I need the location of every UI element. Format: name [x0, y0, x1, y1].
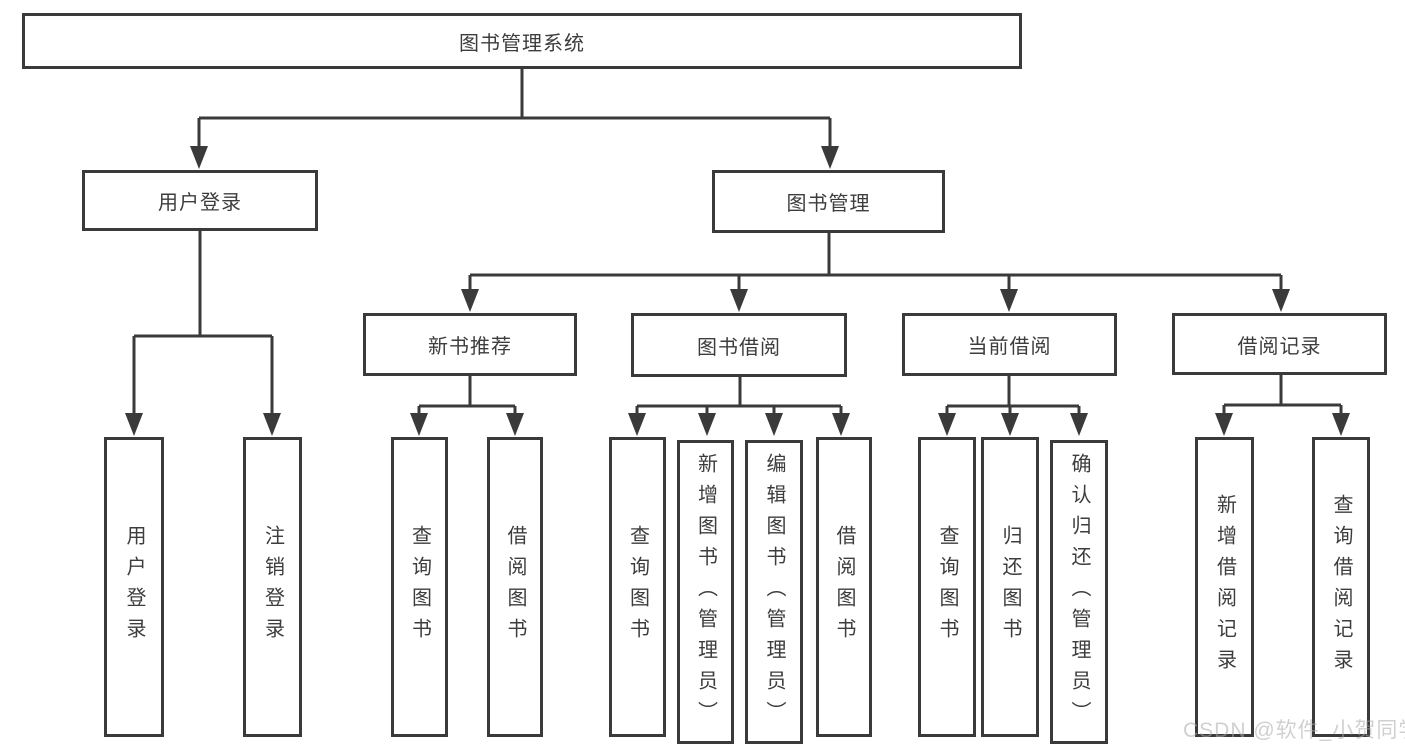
arrowheads	[125, 146, 1350, 436]
leaf-query-books-borrowing: 查询图书	[609, 437, 666, 737]
leaf-query-borrow-record: 查询借阅记录	[1312, 437, 1370, 737]
leaf-add-borrow-record: 新增借阅记录	[1195, 437, 1254, 737]
leaf-edit-books-admin: 编辑图书（管理员）	[745, 440, 803, 744]
watermark: CSDN @软件_小贺同学	[1183, 719, 1405, 742]
leaf-return-books: 归还图书	[981, 437, 1039, 737]
node-user-login: 用户登录	[82, 170, 318, 231]
leaf-query-books-current: 查询图书	[918, 437, 976, 737]
leaf-logout: 注销登录	[243, 437, 302, 737]
leaf-add-books-admin: 新增图书（管理员）	[677, 440, 734, 744]
leaf-borrow-books: 借阅图书	[816, 437, 872, 737]
node-borrowing-records: 借阅记录	[1172, 313, 1387, 375]
node-book-management: 图书管理	[712, 170, 945, 233]
leaf-borrow-books-recommend: 借阅图书	[487, 437, 543, 737]
node-current-borrowing: 当前借阅	[902, 313, 1117, 376]
leaf-confirm-return-admin: 确认归还（管理员）	[1050, 440, 1108, 744]
leaf-query-books-recommend: 查询图书	[391, 437, 448, 737]
node-new-book-recommend: 新书推荐	[363, 313, 577, 376]
leaf-user-login: 用户登录	[104, 437, 164, 737]
node-book-borrowing: 图书借阅	[631, 313, 847, 377]
node-root: 图书管理系统	[22, 13, 1022, 69]
